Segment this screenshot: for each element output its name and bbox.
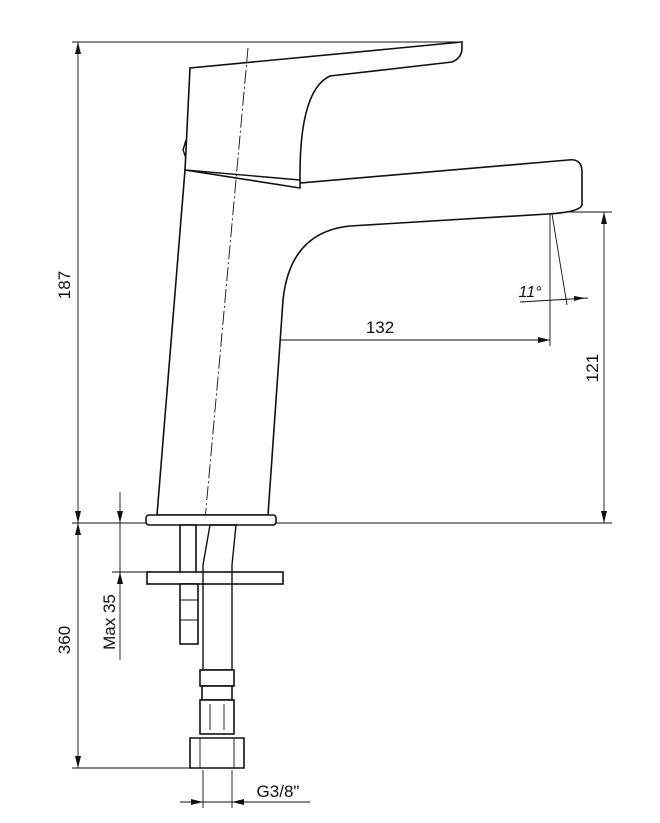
dim-spout-height: 121 xyxy=(583,354,602,382)
dim-below-deck-length: 360 xyxy=(55,626,74,654)
deck-assembly xyxy=(145,514,284,645)
dim-total-height: 187 xyxy=(55,271,74,299)
dimension-lines xyxy=(72,41,612,808)
dim-spout-angle: 11° xyxy=(518,284,542,301)
dim-spout-reach: 132 xyxy=(366,318,394,337)
faucet-body xyxy=(156,41,583,521)
flex-hose xyxy=(189,524,245,769)
dim-max-deck-thickness: Max 35 xyxy=(100,594,119,650)
dim-thread-size: G3/8" xyxy=(257,782,300,801)
